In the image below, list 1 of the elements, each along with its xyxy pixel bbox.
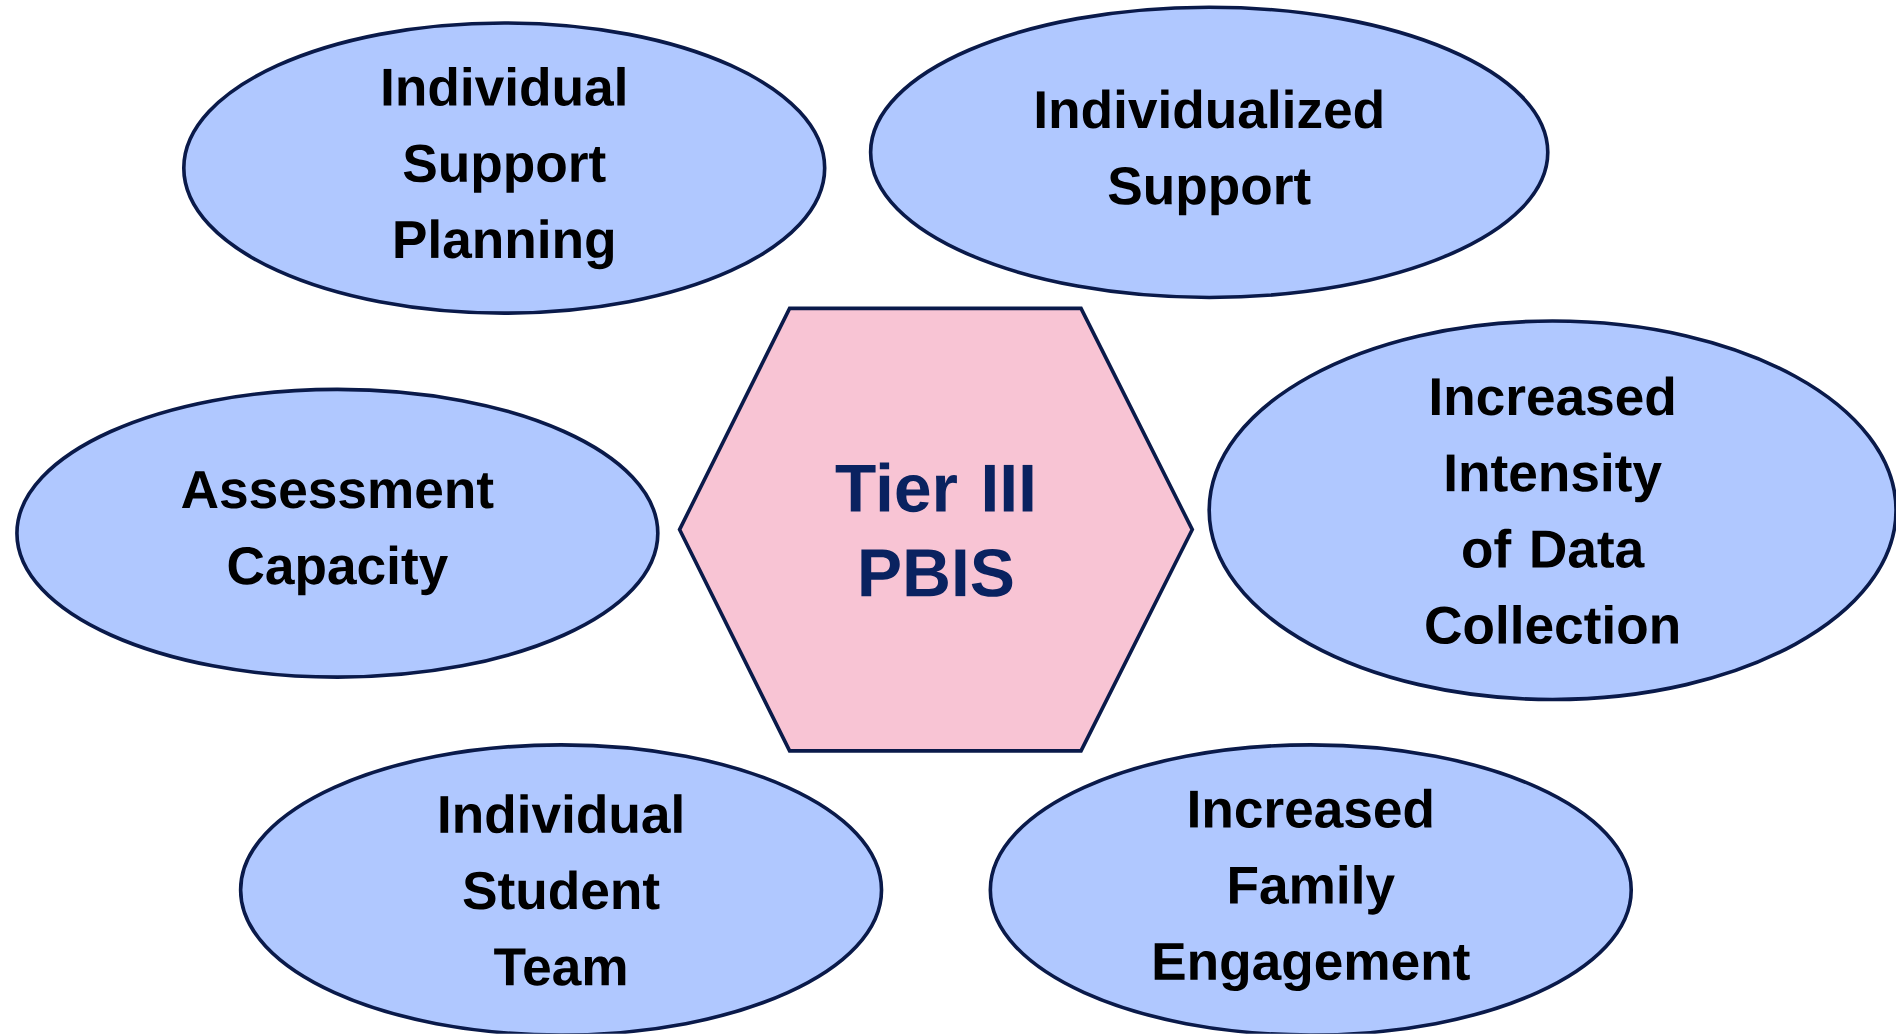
hexagon: Tier III PBIS [677, 306, 1195, 753]
